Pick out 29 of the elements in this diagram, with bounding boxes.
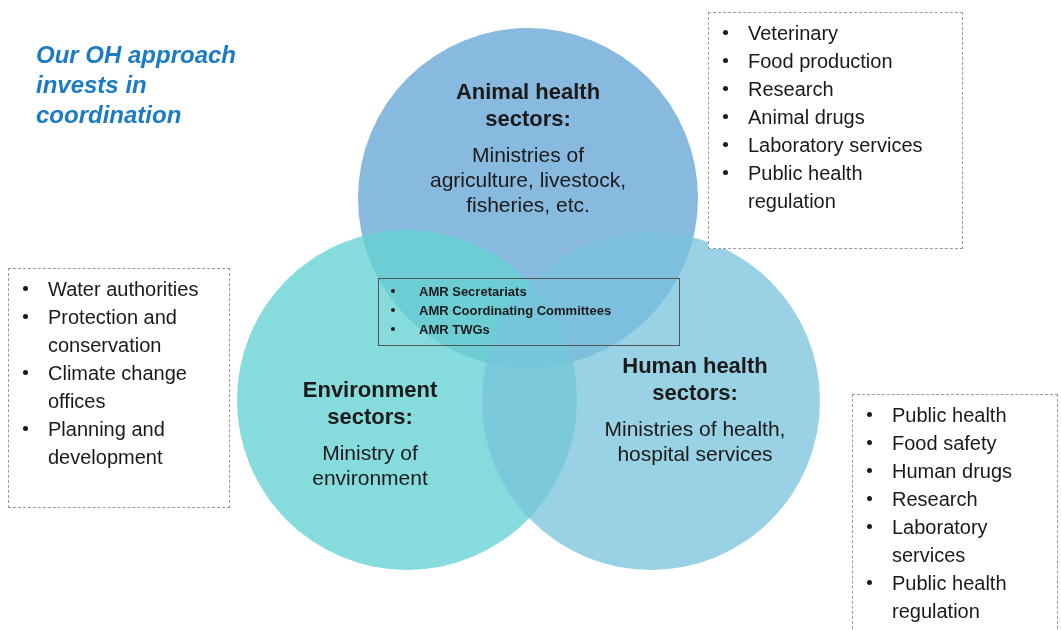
sector-description: Ministries of agriculture, livestock, fisheries, etc. (428, 142, 628, 217)
list-item: Laboratory services (892, 515, 989, 568)
list-item: Protection and conservation (48, 305, 178, 358)
sector-description: Ministries of health, hospital services (603, 416, 787, 466)
list-item: Food safety (892, 431, 997, 456)
list-item: Water authorities (48, 277, 199, 302)
list-item: Laboratory services (748, 133, 923, 158)
list-box (708, 12, 963, 249)
sector-heading: Environment sectors: (301, 376, 439, 430)
list-item: AMR Secretariats (419, 283, 527, 301)
list-box (8, 268, 230, 508)
sector-heading: Human health sectors: (621, 352, 769, 406)
list-item: Research (748, 77, 834, 102)
list-item: Public health regulation (892, 571, 1008, 624)
list-item: AMR TWGs (419, 321, 490, 339)
list-item: Veterinary (748, 21, 839, 46)
list-item: Planning and development (48, 417, 166, 470)
list-item: Food production (748, 49, 893, 74)
title: Our OH approach invests in coordination (36, 40, 238, 130)
sector-heading: Animal health sectors: (454, 78, 602, 132)
list-item: Research (892, 487, 978, 512)
list-box (852, 394, 1058, 631)
list-item: Public health (892, 403, 1007, 428)
list-item: Human drugs (892, 459, 1013, 484)
sector-description: Ministry of environment (311, 440, 429, 490)
list-item: Animal drugs (748, 105, 865, 130)
list-item: Climate change offices (48, 361, 188, 414)
list-item: AMR Coordinating Committees (419, 302, 612, 320)
list-item: Public health regulation (748, 161, 864, 214)
